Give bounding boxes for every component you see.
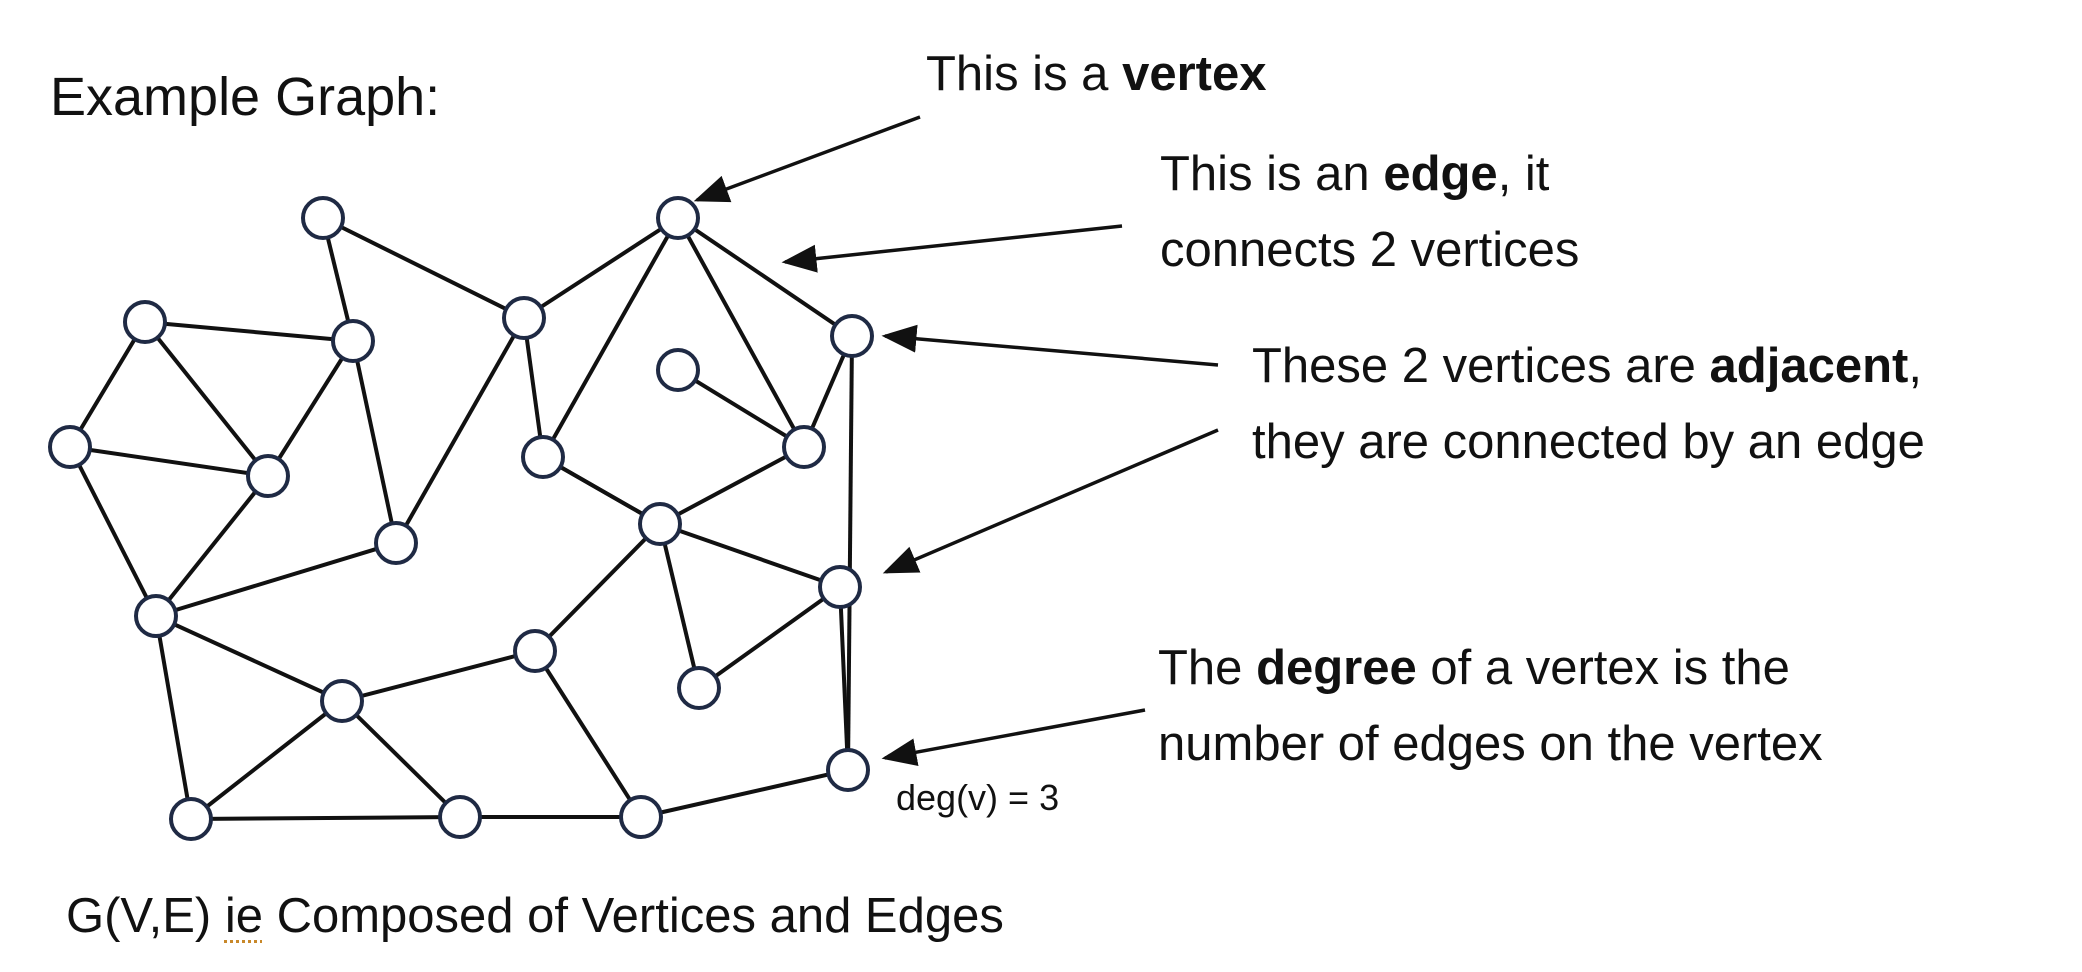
degree-label: deg(v) = 3 — [896, 777, 1060, 818]
annotation-arrow — [882, 428, 1219, 574]
graph-vertex — [826, 748, 870, 792]
graph-edge — [190, 815, 461, 821]
graph-vertex — [123, 300, 167, 344]
graph-edge — [189, 699, 344, 821]
graph-edge — [522, 216, 680, 320]
graph-edge — [143, 320, 270, 478]
graph-edge — [640, 768, 849, 819]
graph-edge — [658, 523, 701, 689]
graph-edge — [154, 474, 270, 618]
graph-edge — [676, 368, 806, 449]
edges-layer — [68, 216, 854, 821]
graph-vertex — [134, 594, 178, 638]
annotation-arrow — [881, 708, 1146, 767]
graph-edge — [155, 541, 397, 618]
annotation-adjacent: These 2 vertices are adjacent, they are … — [1252, 339, 1925, 469]
graph-edge — [838, 586, 850, 771]
graph-edge — [676, 217, 806, 448]
graph-edge — [154, 615, 193, 820]
graph-vertex — [818, 565, 862, 609]
graph-vertex — [656, 348, 700, 392]
graph-edge — [697, 585, 842, 690]
graph-edge — [69, 445, 269, 478]
graph-edge — [144, 320, 354, 343]
spellcheck-flagged-word: ie — [224, 889, 263, 943]
annotation-arrow — [693, 115, 921, 203]
graph-vertex — [830, 314, 874, 358]
graph-edge — [541, 217, 680, 458]
annotation-edge: This is an edge, it connects 2 vertices — [1160, 147, 1580, 277]
annotation-vertex: This is a vertex — [926, 47, 1267, 101]
graph-vertex — [656, 196, 700, 240]
graph-vertex — [502, 296, 546, 340]
graph-vertex — [782, 425, 826, 469]
annotation-arrow — [781, 224, 1123, 273]
graph-edge — [351, 340, 398, 544]
graph-vertex — [331, 319, 375, 363]
graph-edge — [676, 216, 854, 338]
graph-edge — [68, 446, 158, 617]
graph-vertex — [638, 502, 682, 546]
arrows-layer — [693, 115, 1219, 767]
graph-vertex — [246, 454, 290, 498]
graph-edge — [522, 317, 545, 458]
graph-vertex — [301, 196, 345, 240]
graph-edge — [341, 649, 536, 703]
graph-edge — [155, 614, 343, 703]
graph-vertex — [521, 435, 565, 479]
graph-edge — [659, 445, 805, 526]
graph-vertex — [438, 795, 482, 839]
graph-vertex — [677, 666, 721, 710]
graph-edge — [533, 649, 643, 819]
graph-vertex — [48, 425, 92, 469]
page-title: Example Graph: — [50, 67, 441, 127]
graph-edge — [340, 699, 462, 819]
graph-edge — [533, 522, 662, 653]
vertices-layer — [48, 196, 874, 841]
graph-edge — [542, 455, 661, 526]
graph-edge — [659, 522, 841, 589]
graph-vertex — [169, 797, 213, 841]
graph-edge — [266, 339, 355, 478]
graph-vertex — [513, 629, 557, 673]
graph-edge — [846, 335, 854, 771]
graph-vertex — [320, 679, 364, 723]
annotation-arrow — [881, 324, 1219, 367]
annotation-degree: The degree of a vertex is the number of … — [1158, 641, 1823, 771]
graph-edge — [394, 317, 526, 544]
graph-edge — [68, 320, 147, 449]
graph-vertex — [619, 795, 663, 839]
graph-vertex — [374, 521, 418, 565]
graph-edge — [322, 216, 525, 320]
caption: G(V,E) ie Composed of Vertices and Edges — [66, 889, 1004, 943]
